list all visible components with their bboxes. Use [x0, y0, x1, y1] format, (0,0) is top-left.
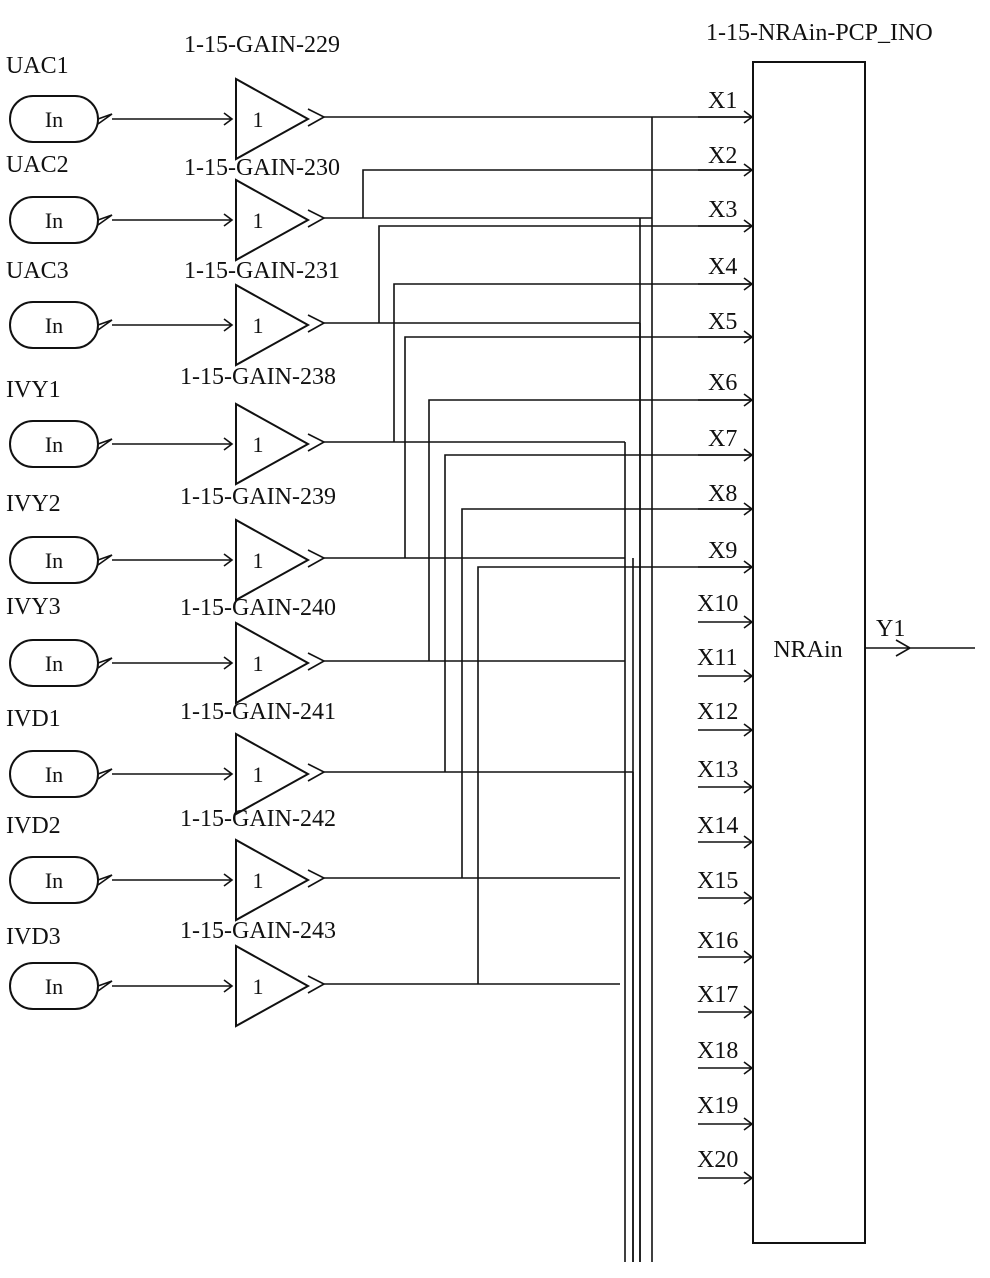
svg-text:1: 1	[253, 313, 264, 338]
svg-text:NRAin: NRAin	[773, 637, 842, 663]
input-port-ivy2[interactable]: In	[9, 536, 99, 584]
gain-block-230[interactable]: 1	[235, 178, 311, 262]
input-label-ivd3: IVD3	[6, 924, 61, 950]
gain-block-240[interactable]: 1	[235, 621, 311, 705]
port-label-x10: X10	[697, 591, 738, 617]
port-label-x15: X15	[697, 868, 738, 894]
input-label-ivd1: IVD1	[6, 706, 61, 732]
port-label-x4: X4	[708, 254, 737, 280]
input-port-ivd3[interactable]: In	[9, 962, 99, 1010]
gain-name-242: 1-15-GAIN-242	[180, 806, 336, 832]
gain-name-238: 1-15-GAIN-238	[180, 364, 336, 390]
input-port-uac1[interactable]: In	[9, 95, 99, 143]
port-label-x18: X18	[697, 1038, 738, 1064]
svg-text:In: In	[45, 208, 63, 233]
port-label-x3: X3	[708, 197, 737, 223]
gain-name-229: 1-15-GAIN-229	[184, 32, 340, 58]
input-label-ivy2: IVY2	[6, 491, 61, 517]
block-title: 1-15-NRAin-PCP_INO	[706, 20, 933, 46]
gain-name-243: 1-15-GAIN-243	[180, 918, 336, 944]
port-label-x13: X13	[697, 757, 738, 783]
gain-name-230: 1-15-GAIN-230	[184, 155, 340, 181]
svg-text:In: In	[45, 868, 63, 893]
input-label-ivy1: IVY1	[6, 377, 61, 403]
port-label-x2: X2	[708, 143, 737, 169]
routing-wires	[324, 116, 752, 1262]
svg-text:In: In	[45, 107, 63, 132]
gain-block-231[interactable]: 1	[235, 283, 311, 367]
port-label-x1: X1	[708, 88, 737, 114]
input-port-uac2[interactable]: In	[9, 196, 99, 244]
svg-text:In: In	[45, 651, 63, 676]
port-label-x7: X7	[708, 426, 737, 452]
svg-text:In: In	[45, 313, 63, 338]
gain-block-239[interactable]: 1	[235, 518, 311, 602]
port-label-x6: X6	[708, 370, 737, 396]
input-port-ivd2[interactable]: In	[9, 856, 99, 904]
port-label-x16: X16	[697, 928, 738, 954]
port-label-x17: X17	[697, 982, 738, 1008]
svg-text:1: 1	[253, 651, 264, 676]
input-label-ivd2: IVD2	[6, 813, 61, 839]
port-label-x9: X9	[708, 538, 737, 564]
block-input-ports	[698, 110, 754, 1185]
svg-text:1: 1	[253, 548, 264, 573]
port-label-x8: X8	[708, 481, 737, 507]
input-port-uac3[interactable]: In	[9, 301, 99, 349]
output-wire	[865, 639, 975, 657]
port-label-x11: X11	[697, 645, 737, 671]
input-port-ivy3[interactable]: In	[9, 639, 99, 687]
svg-text:1: 1	[253, 208, 264, 233]
gain-name-239: 1-15-GAIN-239	[180, 484, 336, 510]
input-port-ivy1[interactable]: In	[9, 420, 99, 468]
gain-name-231: 1-15-GAIN-231	[184, 258, 340, 284]
svg-text:In: In	[45, 548, 63, 573]
svg-text:1: 1	[253, 432, 264, 457]
svg-text:In: In	[45, 762, 63, 787]
input-label-ivy3: IVY3	[6, 594, 61, 620]
port-label-x12: X12	[697, 699, 738, 725]
svg-text:1: 1	[253, 107, 264, 132]
svg-text:In: In	[45, 432, 63, 457]
svg-text:In: In	[45, 974, 63, 999]
input-label-uac1: UAC1	[6, 53, 69, 79]
svg-text:1: 1	[253, 974, 264, 999]
output-port-label-y1: Y1	[876, 616, 905, 642]
svg-text:1: 1	[253, 868, 264, 893]
input-port-ivd1[interactable]: In	[9, 750, 99, 798]
gain-name-241: 1-15-GAIN-241	[180, 699, 336, 725]
gain-block-241[interactable]: 1	[235, 732, 311, 816]
gain-block-229[interactable]: 1	[235, 77, 311, 161]
input-label-uac2: UAC2	[6, 152, 69, 178]
nrain-block[interactable]: NRAin	[752, 61, 866, 1244]
gain-block-242[interactable]: 1	[235, 838, 311, 922]
port-label-x14: X14	[697, 813, 738, 839]
gain-block-243[interactable]: 1	[235, 944, 311, 1028]
input-label-uac3: UAC3	[6, 258, 69, 284]
port-label-x5: X5	[708, 309, 737, 335]
port-label-x20: X20	[697, 1147, 738, 1173]
gain-block-238[interactable]: 1	[235, 402, 311, 486]
port-label-x19: X19	[697, 1093, 738, 1119]
svg-text:1: 1	[253, 762, 264, 787]
gain-name-240: 1-15-GAIN-240	[180, 595, 336, 621]
